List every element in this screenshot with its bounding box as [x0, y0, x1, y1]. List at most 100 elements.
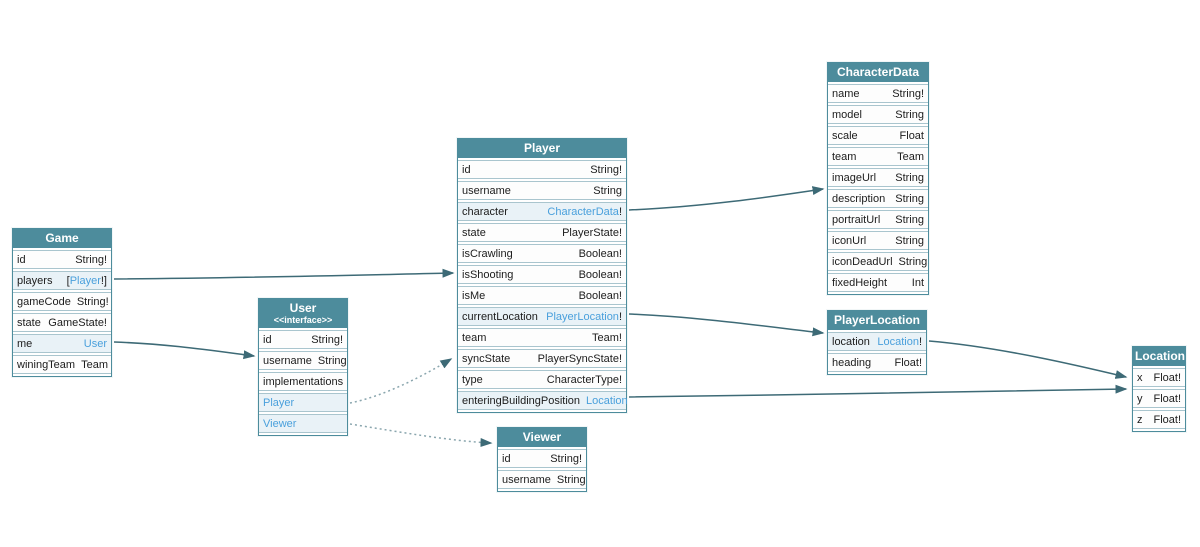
field-row[interactable]: isShooting Boolean!: [458, 265, 626, 284]
field-name: currentLocation: [462, 310, 538, 323]
type-link[interactable]: Location: [877, 335, 919, 348]
type-node-header[interactable]: CharacterData: [828, 63, 928, 82]
implementations-label: implementations: [263, 375, 344, 388]
field-name: enteringBuildingPosition: [462, 394, 581, 407]
field-name: id: [17, 253, 26, 266]
field-type: String!: [75, 253, 107, 266]
field-type: Float!: [1153, 371, 1181, 384]
implementation-link-row[interactable]: Viewer: [259, 414, 347, 433]
field-type: String!: [550, 452, 582, 465]
type-wrap-post: !: [618, 205, 622, 218]
type-node-header[interactable]: Player: [458, 139, 626, 158]
field-type: Boolean!: [578, 268, 622, 281]
field-name: imageUrl: [832, 171, 877, 184]
type-link[interactable]: User: [83, 337, 107, 350]
field-type: Team: [81, 358, 108, 371]
field-row[interactable]: winingTeam Team: [13, 355, 111, 374]
field-type: String!: [311, 333, 343, 346]
field-type: String: [895, 213, 924, 226]
implementation-link-row[interactable]: Player: [259, 393, 347, 412]
field-name: team: [462, 331, 487, 344]
field-row[interactable]: enteringBuildingPosition Location: [458, 391, 628, 410]
field-name: username: [502, 473, 551, 486]
field-row[interactable]: name String!: [828, 84, 928, 103]
field-row[interactable]: players[Player!]: [13, 271, 111, 290]
field-name: isMe: [462, 289, 486, 302]
field-row[interactable]: character CharacterData!: [458, 202, 626, 221]
field-name: name: [832, 87, 860, 100]
field-type: Float!: [1153, 392, 1181, 405]
type-link[interactable]: Player: [69, 274, 101, 287]
type-node-header[interactable]: PlayerLocation: [828, 311, 926, 330]
field-name: me: [17, 337, 33, 350]
type-title: PlayerLocation: [833, 313, 921, 327]
type-node-header[interactable]: Location: [1133, 347, 1185, 366]
field-name: id: [462, 163, 471, 176]
implementations-label-row: implementations: [259, 372, 347, 391]
field-name: location: [832, 335, 870, 348]
type-node-header[interactable]: Game: [13, 229, 111, 248]
field-row[interactable]: id String!: [13, 250, 111, 269]
field-name: character: [462, 205, 508, 218]
field-row[interactable]: me User: [13, 334, 111, 353]
field-type: String: [556, 473, 586, 486]
type-title: Player: [523, 141, 561, 155]
field-name: z: [1137, 413, 1143, 426]
edge-Player.currentLocation-to-PlayerLocation: [628, 313, 825, 337]
type-node-header[interactable]: Viewer: [498, 428, 586, 447]
edge-PlayerLocation.location-to-Location: [928, 340, 1128, 379]
type-link[interactable]: PlayerLocation: [546, 310, 619, 323]
field-type: String!: [892, 87, 924, 100]
field-type: String: [895, 234, 924, 247]
type-link[interactable]: Player: [263, 396, 295, 409]
type-link[interactable]: Location: [586, 394, 628, 407]
field-row[interactable]: username String: [498, 470, 586, 489]
field-name: winingTeam: [17, 358, 76, 371]
edge-User.Viewer-to-Viewer: [349, 423, 493, 447]
field-name: state: [17, 316, 41, 329]
field-name: gameCode: [17, 295, 71, 308]
type-node-header[interactable]: User<<interface>>: [259, 299, 347, 328]
type-link[interactable]: Viewer: [263, 417, 297, 430]
field-type: Int: [911, 276, 924, 289]
field-name: type: [462, 373, 483, 386]
field-name: scale: [832, 129, 858, 142]
field-name: model: [832, 108, 862, 121]
type-subtitle: <<interface>>: [273, 315, 333, 325]
type-link[interactable]: CharacterData: [547, 205, 619, 218]
field-name: isShooting: [462, 268, 514, 281]
field-type: Team: [897, 150, 924, 163]
